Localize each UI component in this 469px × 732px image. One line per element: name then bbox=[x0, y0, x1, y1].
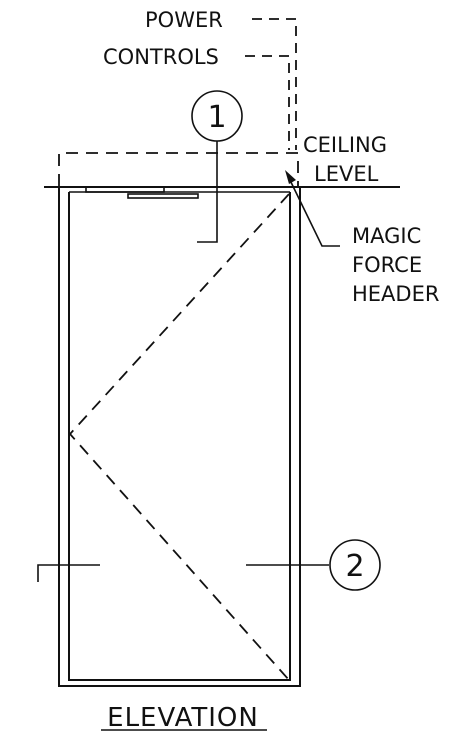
callout-1-leader bbox=[197, 141, 218, 243]
door-swing-line bbox=[68, 193, 290, 681]
callout-2-number: 2 bbox=[345, 549, 364, 584]
header-dashed-outline bbox=[58, 152, 299, 186]
header-label-line1: MAGIC bbox=[352, 224, 421, 248]
header-leader-arrowhead bbox=[285, 170, 296, 184]
power-conduit-line bbox=[252, 18, 297, 150]
controls-conduit-line bbox=[245, 55, 290, 150]
controls-label: CONTROLS bbox=[103, 45, 219, 69]
callout-2-circle bbox=[329, 539, 381, 591]
header-label-line3: HEADER bbox=[352, 282, 439, 306]
ceiling-label-line2: LEVEL bbox=[314, 162, 379, 186]
door-frame-inner bbox=[68, 192, 291, 681]
power-label: POWER bbox=[145, 8, 223, 32]
door-frame-outer bbox=[58, 187, 301, 687]
elevation-title: ELEVATION bbox=[107, 703, 259, 732]
ceiling-label-line1: CEILING bbox=[303, 133, 387, 157]
callout-1-number: 1 bbox=[207, 100, 226, 135]
header-leader-line bbox=[287, 175, 340, 247]
operator-arm-bottom bbox=[127, 193, 199, 199]
section-mark-left bbox=[37, 564, 100, 582]
header-label-line2: FORCE bbox=[352, 253, 422, 277]
operator-arm-top bbox=[85, 186, 165, 193]
